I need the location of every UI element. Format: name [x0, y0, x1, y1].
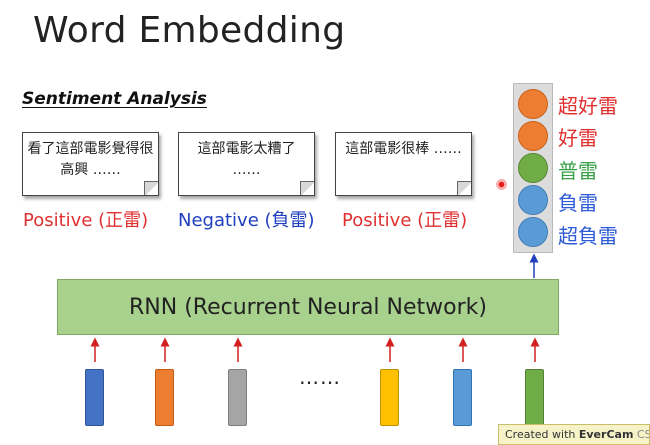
sentiment-label-1: Positive (正雷) — [23, 210, 149, 231]
review-note-3: 這部電影很棒 …… — [335, 132, 472, 196]
word-vector-6 — [525, 369, 544, 426]
watermark-badge: Created with EverCam CSDN @K..._Yu... — [498, 424, 650, 445]
class-label-3: 普雷 — [558, 159, 598, 183]
review-note-1: 看了這部電影覺得很高興 …… — [22, 132, 159, 196]
pointer-dot-icon — [496, 179, 507, 190]
review-note-3-text: 這部電影很棒 …… — [345, 141, 462, 157]
watermark-brand: EverCam — [578, 428, 634, 441]
folded-corner-icon — [144, 181, 158, 195]
folded-corner-icon — [300, 181, 314, 195]
class-label-5: 超負雷 — [558, 224, 618, 248]
sentiment-label-2: Negative (負雷) — [178, 210, 315, 231]
output-circle-3 — [518, 153, 548, 183]
output-circle-5 — [518, 217, 548, 247]
review-note-2-text: 這部電影太糟了 …… — [197, 141, 296, 178]
class-label-4: 負雷 — [558, 191, 598, 215]
review-note-2: 這部電影太糟了 …… — [178, 132, 315, 196]
watermark-suffix: CSDN @K..._Yu... — [636, 428, 649, 441]
word-vector-1 — [85, 369, 104, 426]
slide-title: Word Embedding — [33, 10, 346, 51]
word-vector-3 — [228, 369, 247, 426]
rnn-block: RNN (Recurrent Neural Network) — [57, 279, 559, 335]
output-circle-1 — [518, 89, 548, 119]
class-label-2: 好雷 — [558, 126, 598, 150]
review-note-1-text: 看了這部電影覺得很高興 …… — [27, 141, 154, 178]
rnn-label: RNN (Recurrent Neural Network) — [129, 294, 487, 320]
output-circle-4 — [518, 185, 548, 215]
word-vector-5 — [453, 369, 472, 426]
folded-corner-icon — [457, 181, 471, 195]
sentiment-label-3: Positive (正雷) — [342, 210, 468, 231]
word-vector-4 — [380, 369, 399, 426]
word-vector-2 — [155, 369, 174, 426]
class-label-1: 超好雷 — [558, 94, 618, 118]
section-heading: Sentiment Analysis — [22, 89, 207, 109]
sequence-ellipsis: …… — [299, 365, 341, 389]
watermark-prefix: Created with — [505, 428, 576, 441]
output-circle-2 — [518, 121, 548, 151]
